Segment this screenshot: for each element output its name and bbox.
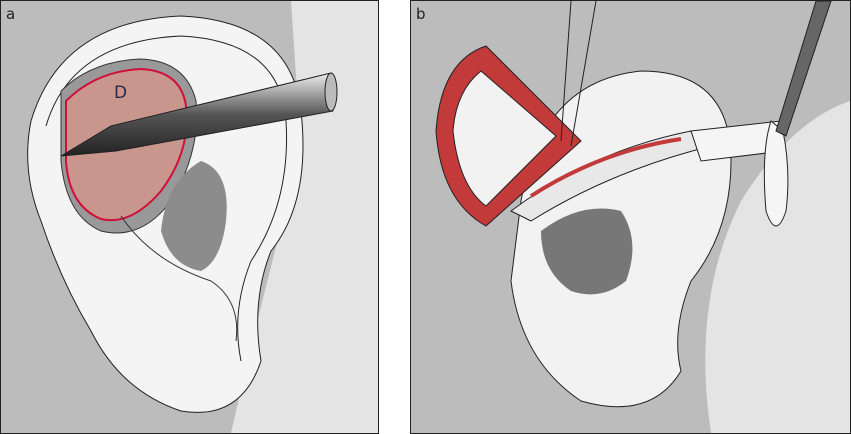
panel-a: a D: [0, 0, 379, 434]
panel-b: b: [410, 0, 851, 434]
flap-label: D: [114, 83, 128, 103]
ear-illustration-a: [27, 1, 378, 433]
panel-label: b: [416, 5, 426, 23]
panel-label: a: [6, 5, 16, 23]
ear-illustration-b: [435, 1, 850, 433]
